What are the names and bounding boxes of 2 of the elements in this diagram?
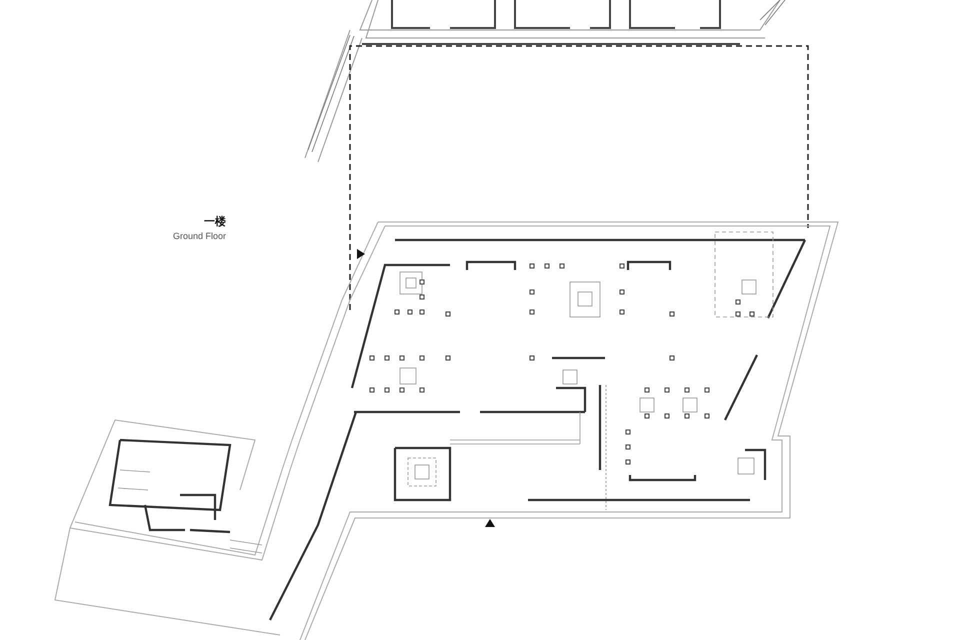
floor-subtitle: Ground Floor bbox=[172, 231, 226, 241]
floor-title: 一楼 bbox=[204, 214, 226, 229]
